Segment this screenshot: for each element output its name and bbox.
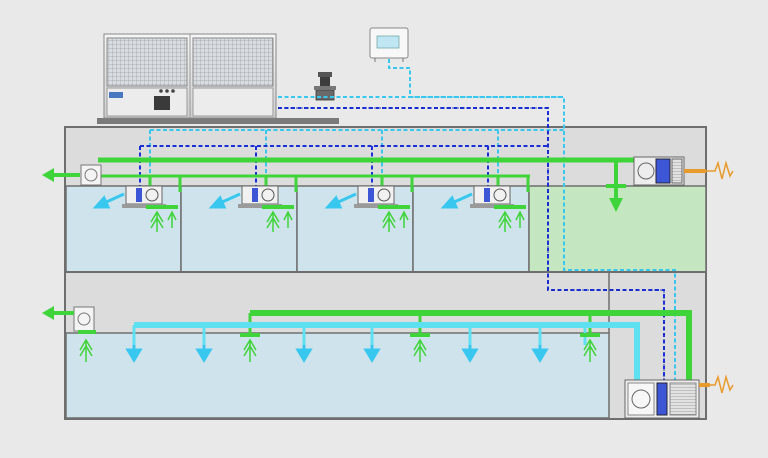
fan-coil-icon[interactable]	[122, 185, 166, 208]
pump-icon[interactable]	[314, 72, 336, 101]
chiller-icon[interactable]	[97, 33, 339, 124]
fan-coil-icon[interactable]	[470, 185, 514, 208]
return-grille-icon	[78, 330, 96, 362]
diffuser-arrow-icon	[324, 192, 357, 209]
chiller-fan-grille-right	[192, 37, 274, 87]
chiller-logo-icon	[109, 92, 123, 98]
diffuser-arrow-icon	[195, 345, 213, 363]
return-grille-icon	[410, 333, 430, 362]
return-grilles-lower	[78, 330, 600, 362]
exhaust-arrow-icon	[42, 306, 54, 320]
diffuser-arrow-icon	[125, 345, 143, 363]
chiller-controller-icon	[154, 96, 170, 110]
return-grilles-upper	[146, 205, 526, 232]
diffuser-arrow-icon	[208, 192, 241, 209]
fresh-air-intake-icon	[710, 374, 734, 394]
room-zone-3	[296, 185, 414, 273]
diffuser-arrow-icon	[531, 345, 549, 363]
tank-icon[interactable]	[369, 27, 409, 62]
diffuser-arrow-icon	[295, 345, 313, 363]
return-grille-icon	[494, 205, 526, 232]
chilled-water-return-line	[149, 59, 676, 400]
return-grille-icon	[262, 205, 294, 232]
exhaust-arrow-icon	[42, 168, 54, 182]
return-grille-icon	[580, 333, 600, 362]
supply-diffusers-lower	[125, 345, 549, 363]
diffuser-arrow-icon	[440, 192, 473, 209]
chiller-base-rail	[97, 118, 339, 124]
fan-coil-icon[interactable]	[354, 185, 398, 208]
return-air-duct	[132, 322, 640, 388]
diffuser-arrow-icon	[92, 192, 125, 209]
exhaust-fan-lower[interactable]	[42, 306, 95, 332]
ahu-icon[interactable]	[624, 374, 734, 419]
return-grille-icon	[240, 333, 260, 362]
room-zone-1	[65, 185, 182, 273]
supply-outlet-conditioned-zone	[606, 162, 626, 212]
fan-coil-icon[interactable]	[238, 185, 282, 208]
return-grille-icon	[146, 205, 178, 232]
chiller-panel-right	[192, 87, 274, 117]
chilled-water-piping	[139, 59, 676, 400]
fan-coil-units	[122, 185, 514, 208]
diffuser-arrow-icon	[461, 345, 479, 363]
chilled-water-supply-line	[139, 107, 665, 400]
fresh-air-intake-icon	[706, 160, 734, 180]
chiller-fan-grille-left	[106, 37, 188, 87]
room-zone-2	[180, 185, 298, 273]
ahu-icon[interactable]	[633, 156, 734, 186]
return-grille-icon	[378, 205, 410, 232]
down-arrow-icon	[609, 198, 623, 212]
lower-hall	[65, 332, 610, 419]
exhaust-fan-upper[interactable]	[42, 164, 102, 186]
room-zone-4	[412, 185, 530, 273]
building-shell	[64, 126, 707, 420]
diffuser-arrow-icon	[363, 345, 381, 363]
supply-diffusers-upper	[92, 192, 473, 209]
